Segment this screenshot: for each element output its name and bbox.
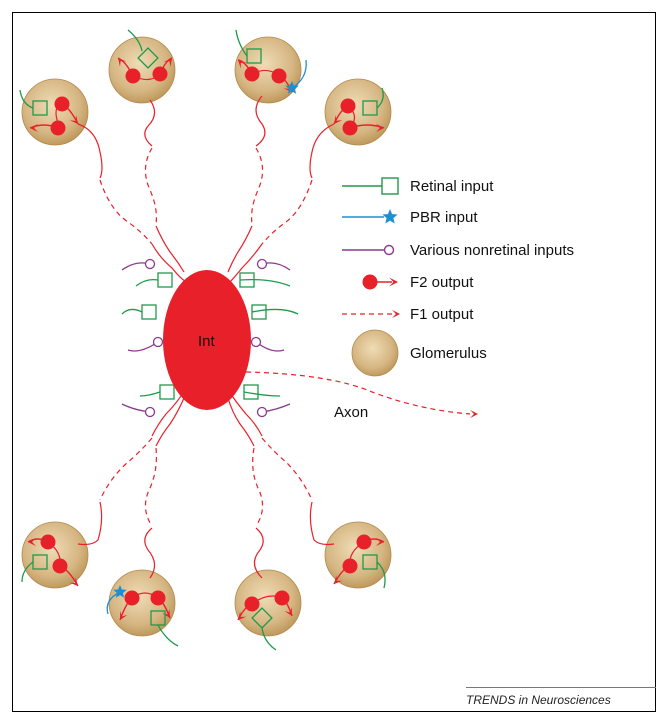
legend-swatch: [392, 310, 400, 318]
glomerulus-body: [109, 570, 175, 636]
retinal-axon: [122, 309, 142, 314]
legend-label: F1 output: [410, 306, 474, 323]
retinal-terminal: [160, 385, 174, 399]
dendrite: [156, 226, 184, 272]
legend-swatch: [382, 209, 397, 224]
legend-swatch: [352, 330, 398, 376]
legend-item-f2: F2 output: [363, 274, 475, 291]
glomerulus: [325, 522, 391, 588]
glomerulus: [22, 522, 88, 588]
retinal-terminal: [158, 273, 172, 287]
nonretinal-terminal: [146, 408, 155, 417]
legend-item-f1: F1 output: [342, 306, 474, 323]
legend-item-nonretinal: Various nonretinal inputs: [342, 242, 574, 259]
glomerulus: [325, 79, 391, 145]
f1-dendrite: [252, 148, 263, 224]
glomerulus-body: [325, 79, 391, 145]
f1-dendrite: [100, 438, 152, 500]
journal-credit: TRENDS in Neurosciences: [466, 693, 611, 707]
dendrite: [228, 226, 252, 272]
glomerulus: [109, 570, 175, 636]
dendrite: [256, 96, 265, 146]
legend-swatch: [382, 178, 398, 194]
credit-rule: [466, 687, 656, 688]
glomerulus: [235, 37, 301, 103]
glomerulus-body: [325, 522, 391, 588]
dendrite: [145, 100, 155, 146]
dendrite: [310, 124, 334, 178]
nonretinal-terminal: [154, 338, 163, 347]
retinal-axon: [136, 280, 158, 286]
f1-dendrite: [262, 438, 312, 500]
legend-label: F2 output: [410, 274, 474, 291]
legend-item-retinal: Retinal input: [342, 178, 494, 195]
retinal-axon: [244, 392, 280, 396]
retinal-axon: [252, 309, 298, 314]
nonretinal-terminal: [146, 260, 155, 269]
nonretinal-terminal: [252, 338, 261, 347]
f1-dendrite: [253, 448, 263, 526]
nonretinal-terminal: [258, 408, 267, 417]
interneuron-label: Int: [198, 333, 216, 350]
nonretinal-terminal: [258, 260, 267, 269]
axon-label: Axon: [334, 404, 368, 421]
f1-dendrite: [262, 180, 312, 244]
legend-label: Various nonretinal inputs: [410, 242, 574, 259]
glomerulus-body: [22, 522, 88, 588]
dendrite: [228, 398, 254, 446]
f1-dendrite: [100, 180, 152, 244]
legend-label: Glomerulus: [410, 345, 487, 362]
glomerulus-body: [22, 79, 88, 145]
legend-label: PBR input: [410, 209, 478, 226]
legend-item-glomerulus: Glomerulus: [352, 330, 487, 376]
axon-arrowhead: [470, 410, 478, 418]
f1-dendrite: [145, 448, 156, 526]
legend-swatch: [385, 246, 394, 255]
retinal-terminal: [142, 305, 156, 319]
retinal-axon: [140, 392, 160, 396]
retinal-axon: [240, 280, 290, 286]
glomerulus-body: [235, 37, 301, 103]
legend-item-pbr: PBR input: [342, 209, 478, 226]
f1-dendrite: [145, 148, 156, 224]
legend-label: Retinal input: [410, 178, 494, 195]
glomerulus: [22, 79, 88, 145]
